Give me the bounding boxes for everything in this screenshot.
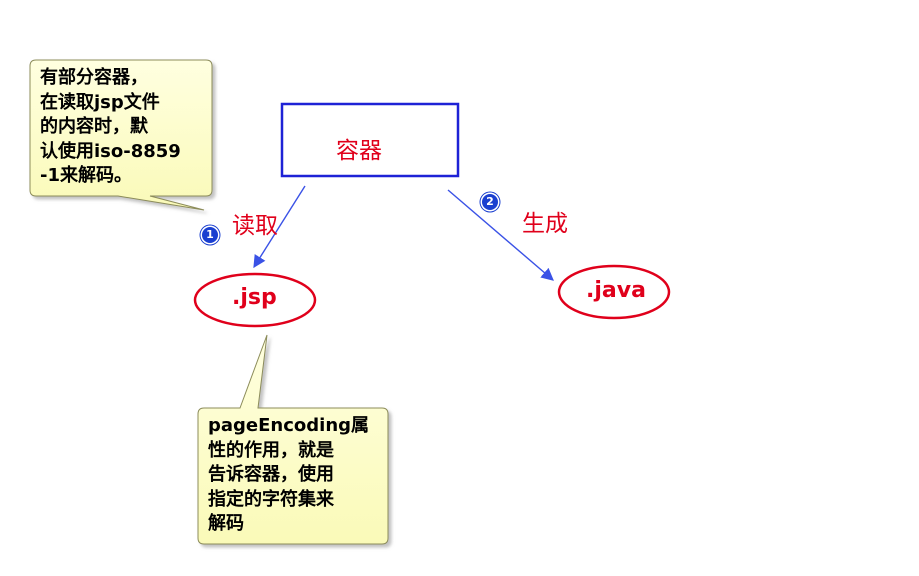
encoding-note-text: pageEncoding属 性的作用，就是 告诉容器，使用 指定的字符集来 解码: [208, 414, 388, 537]
encoding-note-line: 性的作用，就是: [208, 439, 334, 461]
step-number-badge: 2: [482, 194, 498, 210]
read-note-line: 认使用iso-8859: [40, 140, 181, 162]
java-ellipse: [557, 264, 671, 320]
container-box: [280, 102, 460, 178]
generate-arrow: [447, 189, 554, 281]
read-note-line: -1来解码。: [40, 165, 132, 186]
read-note-line: 的内容时，默: [40, 116, 148, 137]
read-note-text: 有部分容器， 在读取jsp文件 的内容时，默 认使用iso-8859 -1来解码…: [40, 66, 210, 189]
container-label: 容器: [336, 138, 382, 164]
read-note-line: 有部分容器，: [40, 67, 148, 88]
encoding-note-line: 解码: [208, 513, 244, 534]
read-note-bubble: [29, 59, 213, 211]
step-number-badge: 1: [202, 227, 218, 243]
read-step-label: 读取: [232, 213, 278, 239]
encoding-note-line: pageEncoding属: [208, 415, 370, 436]
encoding-note-line: 指定的字符集来: [208, 488, 334, 510]
read-note-line: 在读取jsp文件: [40, 91, 160, 113]
java-file-label: .java: [586, 278, 646, 303]
encoding-note-bubble: [197, 334, 389, 545]
encoding-note-line: 告诉容器，使用: [208, 464, 334, 485]
read-arrow: [253, 185, 306, 269]
generate-step-label: 生成: [522, 211, 568, 237]
jsp-ellipse: [193, 272, 317, 328]
jsp-file-label: .jsp: [232, 285, 277, 310]
